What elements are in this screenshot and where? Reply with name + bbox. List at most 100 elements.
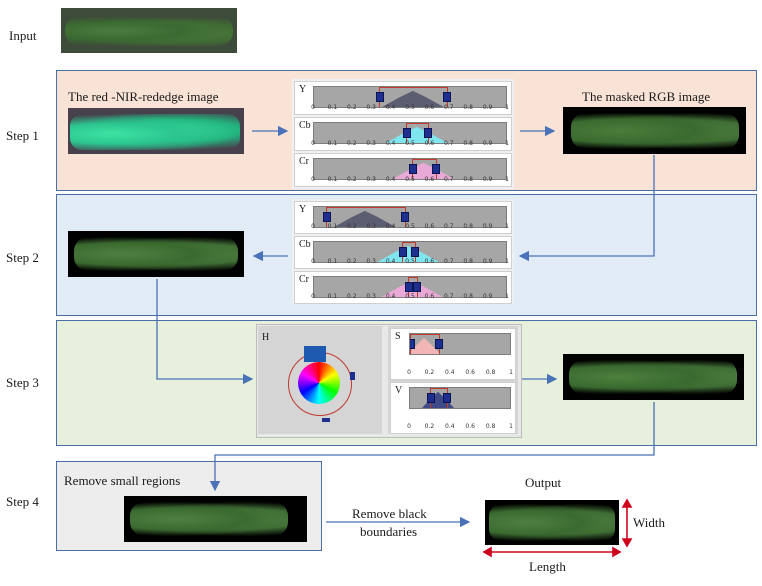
arrow-step1-to-step2 — [518, 155, 655, 262]
channel-label: Cr — [299, 274, 309, 285]
row-label-step4: Step 4 — [6, 494, 39, 509]
tick-label: 1 — [505, 258, 509, 265]
tick-label: 0.6 — [465, 369, 475, 376]
tick-label: 0.8 — [463, 223, 473, 230]
step2-output-image — [68, 231, 244, 277]
range-low-handle[interactable] — [408, 164, 417, 174]
tick-label: 0.8 — [463, 140, 473, 147]
tick-label: 0 — [311, 176, 315, 183]
range-low-handle[interactable] — [403, 128, 412, 138]
tick-label: 0.8 — [463, 176, 473, 183]
histogram-track — [313, 241, 507, 263]
masked-rgb-image — [563, 107, 746, 154]
tick-label: 0.4 — [445, 423, 455, 430]
histogram-track — [313, 206, 507, 228]
range-high-handle[interactable] — [412, 282, 421, 292]
histogram-track — [409, 387, 511, 409]
tick-label: 0.6 — [424, 223, 435, 230]
range-high-handle[interactable] — [443, 393, 451, 403]
step1-left-caption: The red -NIR-rededge image — [68, 89, 219, 104]
range-high-handle[interactable] — [435, 339, 443, 349]
tick-label: 0.8 — [463, 293, 473, 300]
tick-label: 0.5 — [405, 176, 415, 183]
channel-label: Y — [299, 84, 307, 95]
channel-label: Y — [299, 204, 307, 215]
range-low-handle[interactable] — [427, 393, 435, 403]
width-label: Width — [633, 515, 665, 530]
tick-label: 0.6 — [424, 293, 435, 300]
tick-label: 0.7 — [444, 293, 454, 300]
hue-label: H — [262, 332, 270, 343]
tick-label: 0.7 — [444, 140, 454, 147]
tick-label: 0.9 — [482, 104, 493, 111]
hue-panel: H — [258, 326, 382, 434]
histogram-track — [313, 122, 507, 144]
tick-label: 1 — [509, 423, 513, 430]
channel-label: Cb — [299, 120, 311, 131]
tick-label: 0.2 — [347, 140, 357, 147]
tick-label: 0 — [407, 423, 411, 430]
input-image — [61, 8, 237, 53]
tick-label: 0.6 — [424, 104, 435, 111]
row-label-step2: Step 2 — [6, 250, 39, 265]
channel-label: S — [395, 331, 401, 342]
tick-label: 0.3 — [366, 293, 376, 300]
histogram-track — [313, 86, 507, 108]
range-low-handle[interactable] — [322, 212, 331, 222]
tick-label: 0.6 — [424, 176, 435, 183]
range-low-handle[interactable] — [405, 282, 414, 292]
tick-label: 0.1 — [327, 104, 338, 111]
range-high-handle[interactable] — [431, 164, 440, 174]
tick-label: 0.2 — [347, 104, 357, 111]
tick-label: 0.2 — [424, 423, 435, 430]
tick-label: 0.9 — [482, 176, 493, 183]
tick-label: 0.5 — [405, 104, 415, 111]
range-high-handle[interactable] — [410, 247, 419, 257]
tick-label: 0.9 — [482, 258, 493, 265]
tick-label: 0.1 — [327, 258, 338, 265]
tick-label: 0 — [407, 369, 411, 376]
tick-label: 0.9 — [482, 140, 493, 147]
tick-label: 0.7 — [444, 176, 454, 183]
range-high-handle[interactable] — [401, 212, 410, 222]
tick-label: 0.5 — [405, 258, 415, 265]
tick-label: 0 — [311, 293, 315, 300]
range-low-handle[interactable] — [376, 92, 385, 102]
tick-label: 0.4 — [385, 140, 396, 147]
tick-label: 0.4 — [445, 369, 455, 376]
step3-output-image — [563, 354, 744, 400]
tick-label: 0.1 — [327, 176, 338, 183]
channel-label: V — [395, 385, 403, 396]
channel-label: Cr — [299, 156, 309, 167]
tick-label: 0.7 — [444, 258, 454, 265]
row-label-step3: Step 3 — [6, 375, 39, 390]
hue-selection-wedge — [304, 346, 326, 362]
range-low-handle[interactable] — [410, 339, 415, 349]
arrow-step2-to-step3 — [156, 279, 254, 385]
tick-label: 0.5 — [405, 223, 415, 230]
tick-label: 0.2 — [347, 176, 357, 183]
hue-color-wheel — [298, 362, 340, 404]
range-low-handle[interactable] — [399, 247, 408, 257]
range-high-handle[interactable] — [424, 128, 433, 138]
range-high-handle[interactable] — [443, 92, 452, 102]
tick-label: 1 — [505, 104, 509, 111]
tick-label: 0.7 — [444, 104, 454, 111]
tick-label: 1 — [505, 223, 509, 230]
tick-label: 0.3 — [366, 223, 376, 230]
step4-cleaned-image — [124, 496, 307, 542]
